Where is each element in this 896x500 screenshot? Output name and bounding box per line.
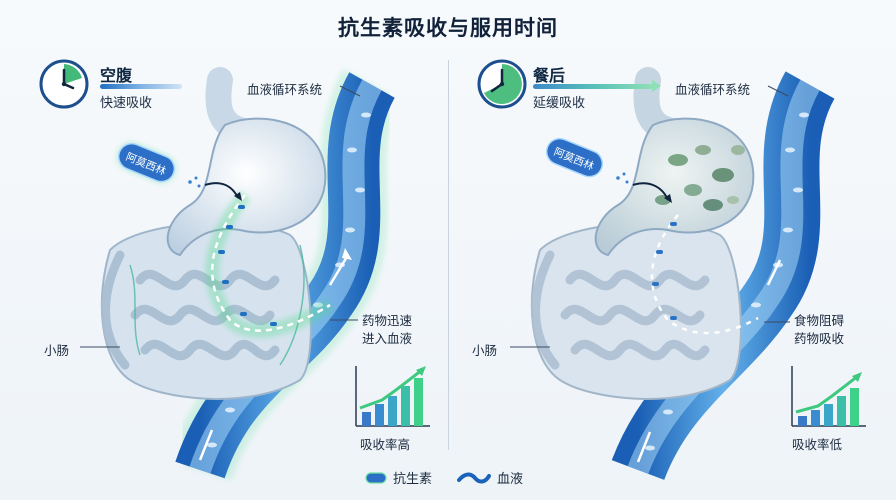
absorption-annotation: 药物迅速 进入血液: [362, 312, 412, 348]
mode-subtitle: 延缓吸收: [533, 96, 586, 111]
intestine-loops: [531, 250, 710, 370]
annotation-line: 食物阻碍: [794, 313, 845, 328]
empty-stomach-illustration: 阿莫西林: [80, 67, 402, 482]
absorption-rate-caption: 吸收率低: [792, 437, 843, 452]
speed-bar: [100, 84, 182, 89]
absorption-annotation: 食物阻碍 药物吸收: [794, 312, 844, 348]
drug-particles: [652, 222, 677, 320]
clock-icon: [477, 59, 527, 109]
absorption-rising-chart-icon: [355, 366, 430, 427]
flow-arrows: [198, 254, 350, 461]
drug-particles: [218, 205, 277, 326]
page-title: 抗生素吸收与服用时间: [338, 16, 558, 40]
mode-subtitle: 快速吸收: [100, 96, 153, 111]
after-meal-illustration: 阿莫西林: [510, 67, 836, 481]
empty-stomach-panel: 阿莫西林 空腹 快速吸收 血液循环系统 小肠 药物迅速 进入血液 吸收率高: [39, 59, 430, 482]
blood-wave-icon: [457, 472, 491, 483]
legend-antibiotic: 抗生素: [365, 468, 432, 487]
absorption-rate-caption: 吸收率高: [360, 437, 411, 452]
annotation-line: 进入血液: [362, 331, 413, 346]
annotation-line: 药物吸收: [794, 331, 845, 346]
small-intestine-label: 小肠: [44, 343, 70, 358]
legend-blood-label: 血液: [497, 472, 524, 487]
small-intestine-label: 小肠: [472, 343, 498, 358]
legend-antibiotic-label: 抗生素: [393, 472, 433, 487]
capsule-icon: [365, 471, 387, 484]
amoxicillin-capsule: 阿莫西林: [116, 141, 177, 184]
absorption-rising-chart-icon: [791, 366, 866, 427]
mode-title: 空腹: [100, 66, 133, 85]
mode-title: 餐后: [533, 66, 566, 85]
legend-blood: 血液: [457, 468, 523, 487]
blood-system-label: 血液循环系统: [247, 82, 323, 97]
drug-path: [650, 214, 759, 335]
amoxicillin-capsule: 阿莫西林: [545, 137, 604, 178]
flow-arrows: [636, 259, 782, 463]
panel-divider: [448, 60, 449, 450]
speed-bar: [533, 80, 661, 92]
after-meal-panel: 阿莫西林 餐后 延缓吸收 血液循环系统 小肠 食物阻碍 药物吸收 吸收率低: [448, 0, 896, 500]
stomach: [594, 117, 755, 257]
clock-icon: [39, 59, 89, 109]
annotation-line: 药物迅速: [362, 313, 413, 328]
blood-system-label: 血液循环系统: [675, 82, 751, 97]
